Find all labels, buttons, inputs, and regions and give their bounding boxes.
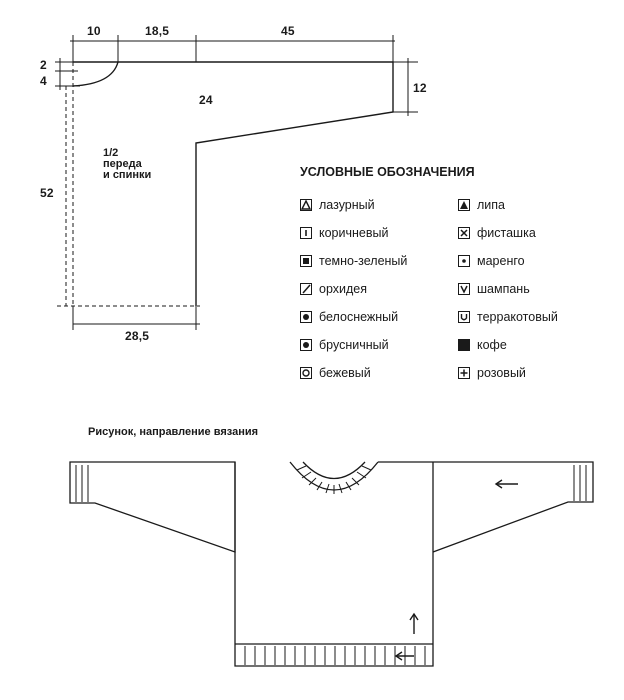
circle-outline-icon: [300, 367, 312, 379]
plus-icon: [458, 367, 470, 379]
sweater-drawing: [69, 461, 594, 667]
filled-circle-icon: [300, 311, 312, 323]
legend-item: бежевый: [300, 366, 371, 380]
legend-item: терракотовый: [458, 310, 558, 324]
legend-item: брусничный: [300, 338, 389, 352]
solid-black-square-icon: [458, 339, 470, 351]
section-title: Рисунок, направление вязания: [88, 426, 259, 438]
dim-neck-depth-bottom: 4: [40, 74, 47, 88]
legend-item: орхидея: [300, 282, 367, 296]
dim-body-half-width: 28,5: [125, 329, 150, 343]
body-half-outline: [72, 61, 394, 306]
legend-item: маренго: [458, 254, 525, 268]
small-dot-icon: [458, 255, 470, 267]
cross-x-icon: [458, 227, 470, 239]
legend-item: фисташка: [458, 226, 536, 240]
legend-item: розовый: [458, 366, 526, 380]
vertical-bar-icon: [300, 227, 312, 239]
dim-sleeve-cuff: 12: [413, 81, 427, 95]
legend-item: липа: [458, 198, 505, 212]
letter-u-icon: [458, 311, 470, 323]
slash-icon: [300, 283, 312, 295]
triangle-filled-icon: [458, 199, 470, 211]
legend-item: темно-зеленый: [300, 254, 407, 268]
legend-item: лазурный: [300, 198, 375, 212]
dim-neck-width: 10: [87, 24, 101, 38]
triangle-outline-icon: [300, 199, 312, 211]
filled-circle-icon: [300, 339, 312, 351]
legend-title: УСЛОВНЫЕ ОБОЗНАЧЕНИЯ: [300, 165, 475, 179]
letter-v-icon: [458, 283, 470, 295]
legend-item: коричневый: [300, 226, 388, 240]
legend-item: кофе: [458, 338, 507, 352]
dim-armhole-depth: 24: [199, 93, 213, 107]
ribbing-marks: [75, 465, 587, 665]
legend-item: белоснежный: [300, 310, 398, 324]
piece-label: 1/2 переда и спинки: [103, 147, 152, 181]
dim-shoulder-width: 18,5: [145, 24, 170, 38]
legend-item: шампань: [458, 282, 530, 296]
filled-square-icon: [300, 255, 312, 267]
dim-sleeve-length: 45: [281, 24, 295, 38]
dim-body-length: 52: [40, 186, 54, 200]
dim-neck-depth-top: 2: [40, 58, 47, 72]
